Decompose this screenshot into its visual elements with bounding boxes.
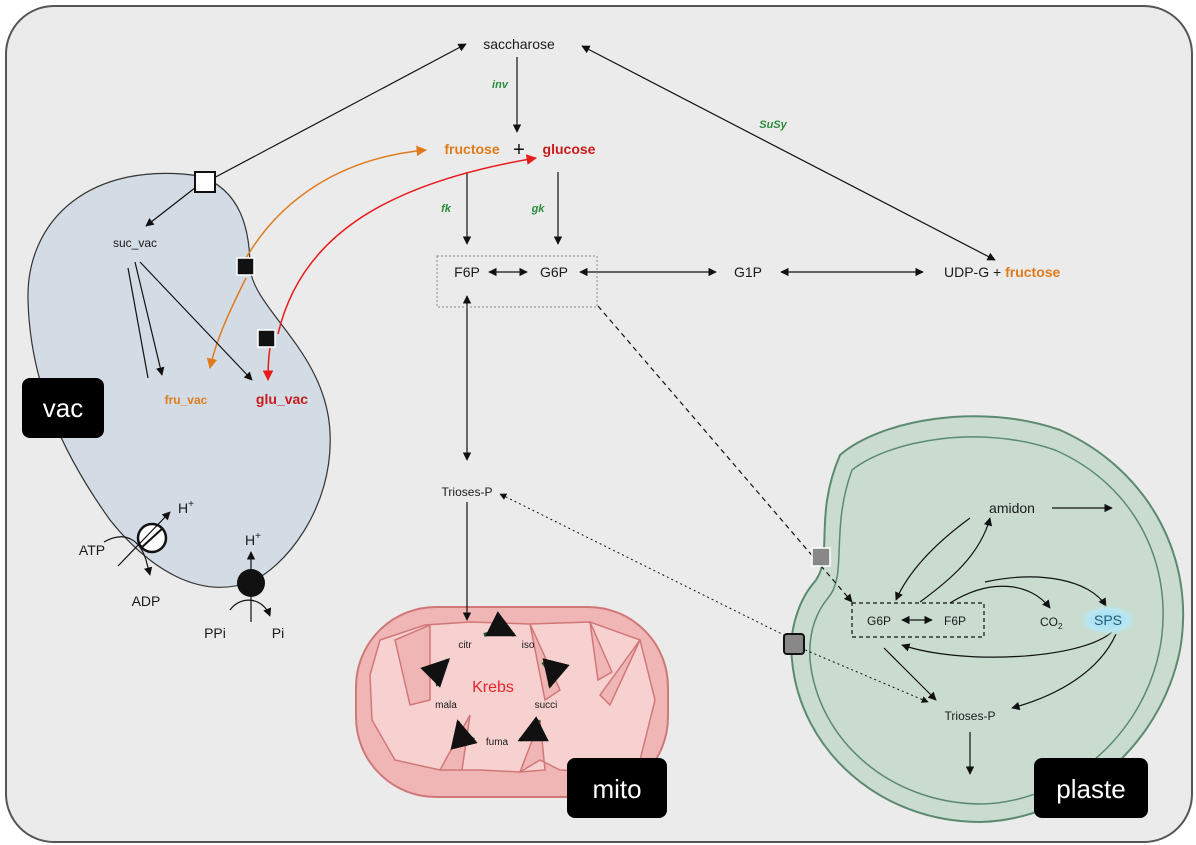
fructose-transporter bbox=[236, 257, 255, 276]
fuma-label: fuma bbox=[486, 737, 509, 748]
h-plus-atpase-h: H bbox=[178, 500, 188, 516]
arrow-suc-vac-fru-vac bbox=[134, 261, 165, 376]
arrow-sps-to-g6p bbox=[901, 631, 1113, 658]
co2-text: CO bbox=[1040, 615, 1058, 629]
arrow-to-sps bbox=[984, 576, 1107, 607]
enzyme-gk: gk bbox=[531, 203, 546, 215]
mala-label: mala bbox=[435, 700, 457, 711]
plaste-g6p-label: G6P bbox=[867, 614, 891, 628]
plus-label: + bbox=[513, 139, 525, 161]
plastid-trioses-transporter bbox=[783, 633, 805, 655]
sps-label: SPS bbox=[1094, 612, 1122, 628]
arrow-g6p-to-amidon bbox=[919, 517, 993, 603]
arrow-glucose-to-glu-vac bbox=[262, 347, 274, 382]
arrow-suc-vac-glu-vac-a bbox=[139, 261, 253, 381]
iso-label: iso bbox=[522, 640, 535, 651]
vacuole bbox=[27, 172, 331, 588]
arrow-amidon-to-g6p bbox=[895, 517, 971, 601]
arrow-suc-vac-glu-vac-b bbox=[127, 267, 149, 379]
vac-tag: vac bbox=[22, 378, 104, 438]
udpg-fructose-text: fructose bbox=[1005, 264, 1060, 280]
arrow-fructose-to-fru-vac bbox=[206, 277, 247, 370]
h-plus-atpase: H+ bbox=[178, 499, 194, 516]
ppase-pump bbox=[229, 551, 272, 622]
f6p-label: F6P bbox=[454, 264, 480, 280]
arrow-transport-saccharose bbox=[209, 43, 467, 181]
glu-vac-label: glu_vac bbox=[256, 391, 308, 407]
arrow-to-suc-vac bbox=[145, 183, 201, 227]
saccharose-label: saccharose bbox=[483, 36, 555, 52]
arrow-to-co2 bbox=[949, 585, 1051, 609]
fru-vac-label: fru_vac bbox=[165, 393, 208, 407]
ppi-label: PPi bbox=[204, 625, 226, 641]
h-plus-ppase: H+ bbox=[245, 531, 261, 548]
sps-glow bbox=[1078, 604, 1138, 636]
citr-label: citr bbox=[458, 640, 472, 651]
h-plus-atpase-sup: + bbox=[188, 499, 194, 510]
glucose-transporter bbox=[257, 329, 276, 348]
arrow-transporter-trioses-plaste bbox=[795, 645, 929, 703]
plaste-tag: plaste bbox=[1034, 758, 1148, 818]
krebs-label: Krebs bbox=[472, 679, 514, 696]
udpg-label: UDP-G + fructose bbox=[944, 264, 1061, 280]
sucrose-transporter bbox=[194, 171, 216, 193]
plaste-g6p-f6p-box bbox=[851, 602, 985, 638]
plaste-trioses-label: Trioses-P bbox=[945, 709, 996, 723]
g1p-label: G1P bbox=[734, 264, 762, 280]
plastid-g6p-transporter bbox=[811, 547, 831, 567]
arrow-susy bbox=[581, 45, 996, 261]
adp-label: ADP bbox=[132, 593, 161, 609]
arrow-g6p-plaste-dashed bbox=[597, 305, 853, 603]
fructose-label: fructose bbox=[444, 141, 499, 157]
udpg-text: UDP-G + bbox=[944, 264, 1005, 280]
f6p-g6p-box bbox=[436, 255, 598, 308]
enzyme-susy: SuSy bbox=[759, 119, 787, 131]
succi-label: succi bbox=[535, 700, 558, 711]
h-plus-ppase-h: H bbox=[245, 532, 255, 548]
arrow-glucose-export bbox=[277, 154, 538, 335]
mito-tag: mito bbox=[567, 758, 667, 818]
enzyme-fk: fk bbox=[441, 203, 452, 215]
trioses-p-label: Trioses-P bbox=[442, 485, 493, 499]
g6p-label: G6P bbox=[540, 264, 568, 280]
pi-label: Pi bbox=[272, 625, 284, 641]
amidon-label: amidon bbox=[989, 500, 1035, 516]
atp-label: ATP bbox=[79, 542, 105, 558]
vac-tag-text: vac bbox=[43, 393, 83, 423]
arrow-sps-to-trioses bbox=[1011, 633, 1117, 711]
co2-sub: 2 bbox=[1058, 622, 1063, 631]
krebs-cycle-arrows bbox=[420, 611, 570, 750]
arrow-fructose-export bbox=[245, 145, 428, 259]
enzyme-inv: inv bbox=[492, 79, 509, 91]
glucose-label: glucose bbox=[543, 141, 596, 157]
h-plus-ppase-sup: + bbox=[255, 531, 261, 542]
co2-label: CO2 bbox=[1040, 615, 1063, 631]
suc-vac-label: suc_vac bbox=[113, 236, 157, 250]
plaste-tag-text: plaste bbox=[1056, 774, 1125, 804]
arrow-g6p-to-trioses-plaste bbox=[883, 647, 937, 701]
mito-tag-text: mito bbox=[592, 774, 641, 804]
plaste-f6p-label: F6P bbox=[944, 614, 966, 628]
atpase-pump bbox=[103, 511, 171, 576]
